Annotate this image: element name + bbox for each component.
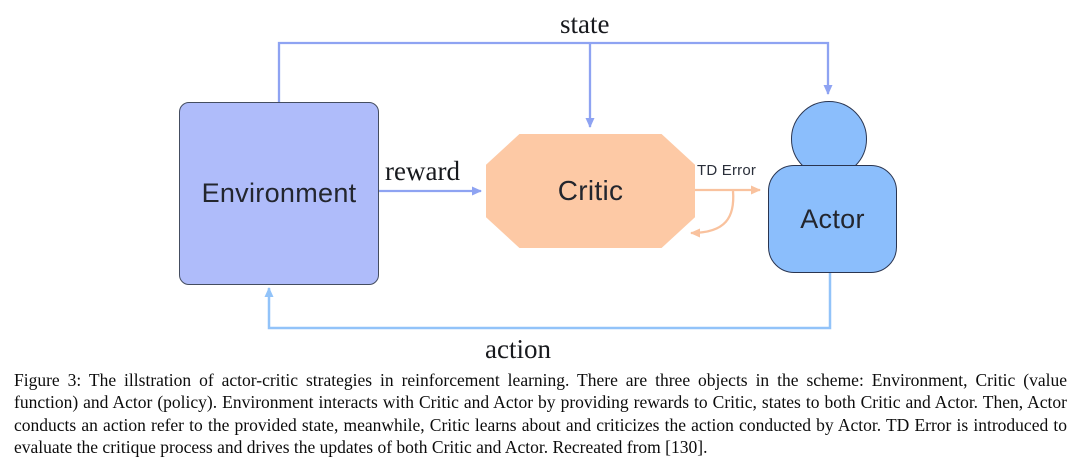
actor-label: Actor — [800, 203, 865, 234]
actor-head-circle — [791, 101, 867, 177]
state-edge-label: state — [560, 9, 610, 39]
state-arrow-to-actor — [277, 41, 833, 102]
action-edge-label: action — [485, 334, 551, 364]
environment-label: Environment — [201, 178, 357, 208]
actor-node: Actor — [768, 165, 897, 273]
critic-label: Critic — [557, 175, 624, 206]
action-arrow — [264, 271, 832, 330]
critic-node: Critic — [486, 134, 695, 248]
td-error-edge-label: TD Error — [697, 162, 757, 179]
reward-edge-label: reward — [385, 156, 460, 186]
edge-arrows-layer — [264, 41, 833, 330]
td-error-self-loop-arrow — [690, 190, 735, 238]
environment-node: Environment — [179, 102, 379, 285]
figure-caption: Figure 3: The illstration of actor-criti… — [14, 370, 1067, 458]
